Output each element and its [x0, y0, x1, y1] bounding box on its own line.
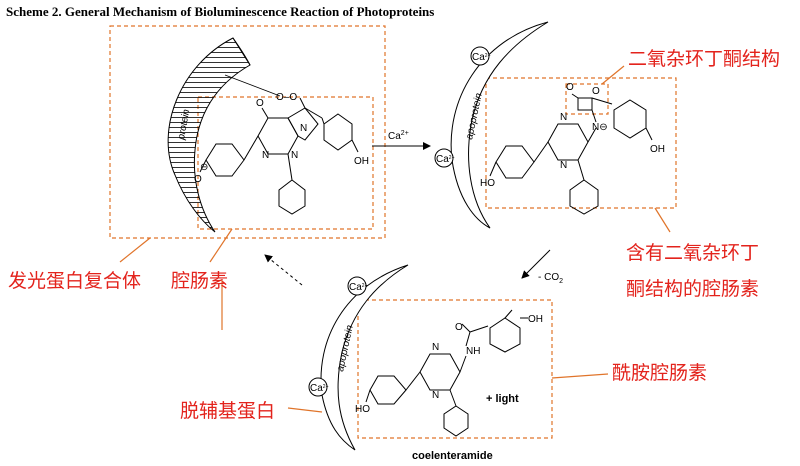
- label-apophotoprotein: 脱辅基蛋白: [180, 400, 276, 422]
- light-label: + light: [486, 393, 519, 405]
- panel-photoprotein: protein O–O O N N N O ⊖: [109, 25, 386, 239]
- svg-text:- CO2: - CO2: [538, 272, 563, 285]
- apoprotein-crescent-1: [450, 21, 549, 229]
- ho-3: HO: [355, 404, 370, 415]
- ring-n-2: N: [560, 112, 567, 123]
- oh-3: OH: [528, 314, 543, 325]
- ring-n2-3: N: [432, 390, 439, 401]
- label-coelenterazine-dioxetanone-line1: 含有二氧杂环丁: [626, 242, 760, 264]
- svg-text:Ca2+: Ca2+: [388, 130, 409, 142]
- o2: O: [592, 86, 600, 97]
- arrow-co2: - CO2: [521, 249, 563, 285]
- ho-2: HO: [480, 178, 495, 189]
- ring-n: N: [300, 123, 307, 134]
- oh-2: OH: [650, 144, 665, 155]
- amide-o: O: [455, 322, 463, 333]
- dioxetanone-structure: [489, 93, 653, 215]
- n-minus: N⊖: [592, 122, 608, 133]
- label-coelenterazine: 腔肠素: [171, 270, 229, 292]
- ca-ion-top-2: [347, 276, 367, 296]
- ring-n2: N: [291, 150, 298, 161]
- return-arrow: [264, 254, 303, 286]
- coelenteramide-structure: [365, 309, 528, 437]
- ca-ion-top-1: [470, 46, 490, 66]
- ring-n3: N: [262, 150, 269, 161]
- arrow-ca: Ca2+: [372, 130, 431, 150]
- peroxide: O–O: [276, 92, 297, 103]
- coelenteramide-name: coelenteramide: [412, 450, 493, 462]
- carbonyl-o: O: [256, 98, 264, 109]
- phenolate-minus: ⊖: [200, 162, 208, 173]
- coelenteramide-box: [357, 299, 553, 439]
- label-dioxetanone-structure: 二氧杂环丁酮结构: [628, 48, 781, 70]
- svg-text:Ca2+: Ca2+: [472, 52, 491, 63]
- panel-coelenteramide: apoprotein Ca2+ Ca2+ O NH N N HO OH +: [308, 264, 553, 462]
- scheme-title: Scheme 2. General Mechanism of Biolumine…: [6, 4, 435, 19]
- label-photoprotein-complex: 发光蛋白复合体: [8, 270, 142, 292]
- protein-label: protein: [176, 108, 192, 141]
- ring-n-3: N: [432, 342, 439, 353]
- dioxetanone-ring-box: [565, 83, 609, 115]
- label-coelenterazine-dioxetanone-line2: 酮结构的腔肠素: [626, 278, 760, 300]
- protein-crescent: [167, 37, 251, 233]
- oh-1: OH: [354, 156, 369, 167]
- apoprotein-crescent-2: [320, 264, 409, 451]
- svg-text:Ca2+: Ca2+: [310, 383, 329, 394]
- o1: O: [566, 82, 574, 93]
- ca-ion-bottom-1: [434, 148, 454, 168]
- leader-lines: [119, 65, 671, 413]
- phenolate-o: O: [194, 174, 202, 185]
- svg-text:Ca2+: Ca2+: [436, 154, 455, 165]
- svg-text:Ca2+: Ca2+: [349, 282, 368, 293]
- amide-nh: NH: [466, 346, 480, 357]
- coelenterazine-structure: [199, 97, 359, 215]
- ring-n2-2: N: [560, 160, 567, 171]
- complex-box: [109, 25, 386, 239]
- label-amide-coelenterazine: 酰胺腔肠素: [612, 362, 708, 384]
- dioxetanone-outer-box: [485, 77, 677, 209]
- ca-ion-bottom-2: [308, 377, 328, 397]
- coelenterazine-box: [197, 96, 374, 230]
